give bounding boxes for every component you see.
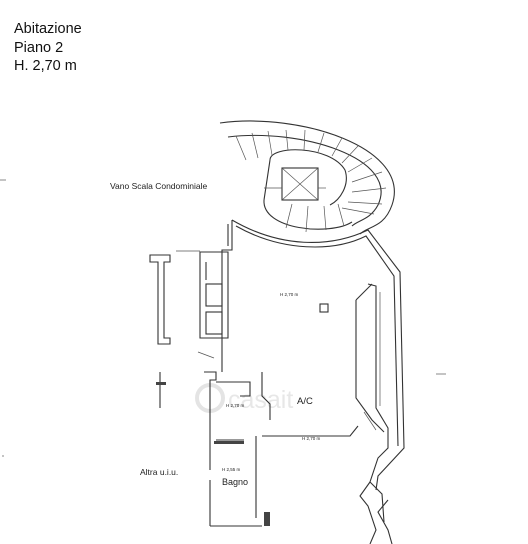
interior-partitions: [210, 372, 359, 527]
watermark-text: casait: [228, 386, 293, 414]
ac-label: A/C: [297, 396, 313, 407]
annotation-marks: [0, 179, 446, 457]
stairwell: [219, 120, 395, 235]
apartment-walls: [221, 219, 405, 544]
corridor-height-label: H 2,70 m: [226, 403, 245, 408]
bath-height-label: H 2,55 m: [222, 467, 241, 472]
left-wall-segments: [149, 250, 229, 526]
main-room-height-label: H 2,70 m: [280, 292, 299, 297]
plan-header: Abitazione Piano 2 H. 2,70 m: [14, 20, 82, 76]
other-unit-label: Altra u.i.u.: [140, 467, 178, 477]
stairwell-label: Vano Scala Condominiale: [110, 181, 207, 191]
watermark-logo: casait: [195, 383, 293, 414]
room2-height-label: H 2,70 m: [302, 436, 321, 441]
bath-label: Bagno: [222, 477, 248, 487]
floor-label: Piano 2: [14, 39, 64, 56]
ceiling-height-label: H. 2,70 m: [14, 58, 77, 74]
unit-type-label: Abitazione: [14, 21, 82, 37]
